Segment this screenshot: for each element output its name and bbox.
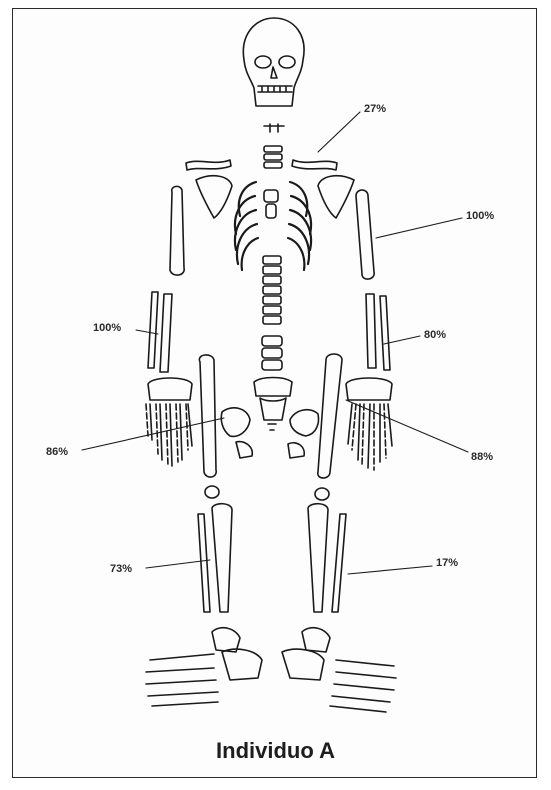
- leader-leg-left: [348, 566, 432, 574]
- label-hand-left: 88%: [471, 451, 493, 463]
- leader-forearm-left: [384, 336, 420, 344]
- label-forearm-right: 100%: [93, 322, 121, 334]
- figure-caption: Individuo A: [0, 738, 551, 764]
- patellae: [205, 486, 329, 500]
- clavicles: [186, 160, 337, 170]
- label-humerus: 100%: [466, 210, 494, 222]
- leader-forearm-right: [136, 330, 158, 334]
- skull: [243, 18, 304, 106]
- sternum: [264, 190, 278, 218]
- label-leg-left: 17%: [436, 557, 458, 569]
- feet: [146, 628, 396, 712]
- leader-clavicle: [318, 112, 360, 152]
- label-leg-right: 73%: [110, 563, 132, 575]
- leader-humerus: [376, 218, 462, 238]
- label-forearm-left: 80%: [424, 329, 446, 341]
- label-hand-right: 86%: [46, 446, 68, 458]
- pelvis: [221, 408, 318, 458]
- humeri: [170, 186, 374, 279]
- scapulae: [196, 176, 354, 218]
- leader-lines: [82, 112, 468, 574]
- lumbar-spine: [254, 256, 292, 430]
- cervical-spine: [264, 124, 284, 168]
- lower-legs: [198, 504, 346, 612]
- label-clavicle: 27%: [364, 103, 386, 115]
- leader-hand-left: [346, 400, 468, 452]
